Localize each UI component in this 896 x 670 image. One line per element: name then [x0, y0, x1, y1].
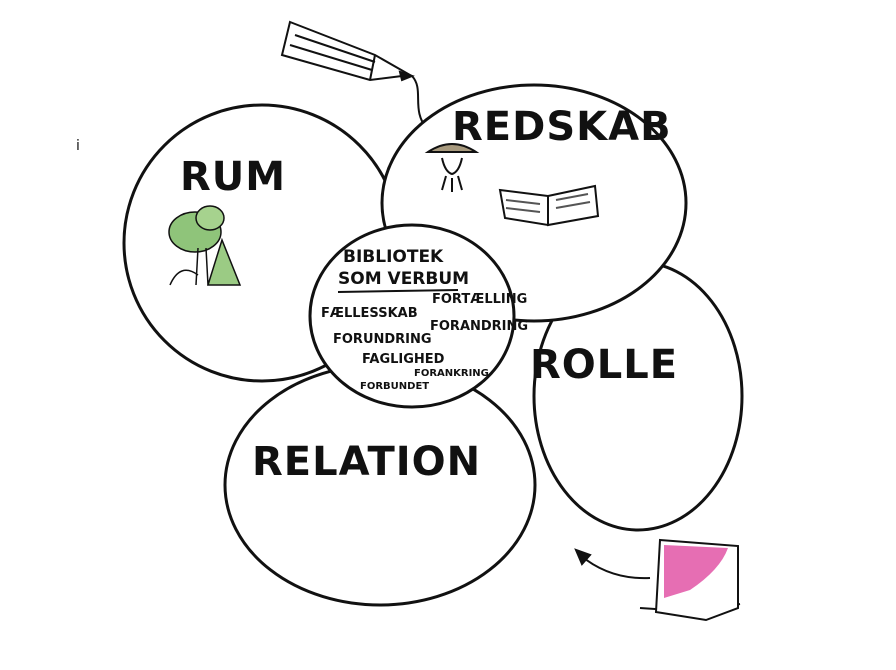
label-redskab: REDSKAB	[452, 104, 672, 150]
center-word: FÆLLESSKAB	[321, 306, 418, 321]
lamp-icon	[424, 143, 480, 192]
center-title-2: SOM VERBUM	[338, 269, 469, 289]
center-word: FORUNDRING	[333, 332, 432, 347]
center-word: FORTÆLLING	[432, 292, 527, 307]
label-rolle: ROLLE	[530, 342, 678, 388]
arrow-icon	[574, 548, 651, 580]
center-title-1: BIBLIOTEK	[343, 247, 444, 267]
label-rum: RUM	[180, 154, 286, 200]
sticky-note-icon	[639, 538, 741, 622]
tree-icon	[168, 205, 242, 286]
pencil-icon	[280, 20, 441, 149]
center-word: FORANDRING	[430, 319, 528, 334]
label-relation: RELATION	[252, 439, 481, 485]
stray-mark: i	[76, 138, 80, 154]
center-circle	[308, 223, 516, 409]
center-word: FORBUNDET	[360, 381, 429, 392]
center-word: FORANKRING	[414, 368, 489, 379]
book-icon	[498, 184, 600, 227]
center-word: FAGLIGHED	[362, 352, 445, 367]
